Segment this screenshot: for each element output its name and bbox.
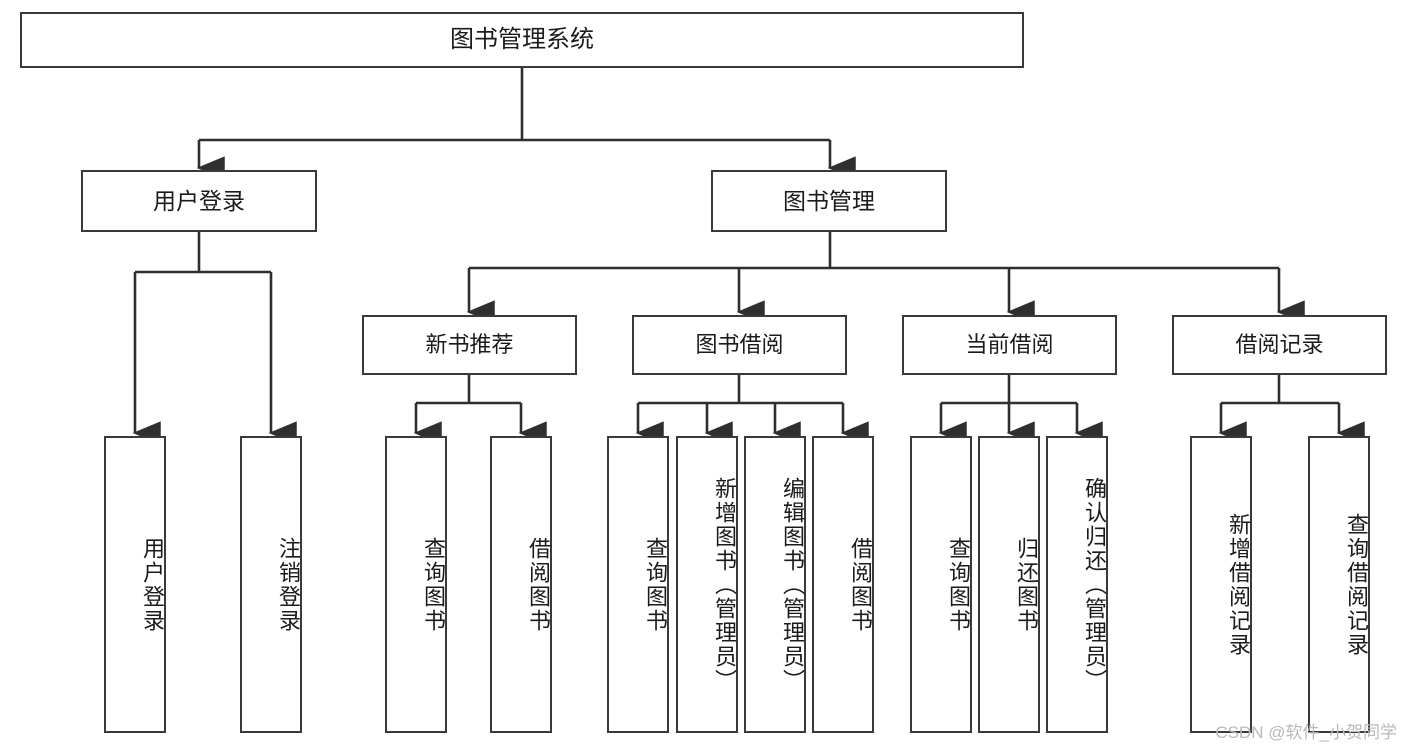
node-current-borrow-label: 当前借阅 xyxy=(965,332,1054,358)
node-leaf-logout-login[interactable]: 注销登录 xyxy=(240,436,302,733)
node-leaf-add-record-label: 新增借阅记录 xyxy=(1226,512,1251,657)
node-user-login-label: 用户登录 xyxy=(153,187,245,214)
node-leaf-query-record-label: 查询借阅记录 xyxy=(1344,512,1369,657)
node-borrow-record-label: 借阅记录 xyxy=(1235,332,1324,358)
node-leaf-add-book-label: 新增图书（管理员） xyxy=(712,476,737,693)
node-borrow-record[interactable]: 借阅记录 xyxy=(1172,315,1387,375)
node-leaf-query-book-1[interactable]: 查询图书 xyxy=(385,436,447,733)
node-leaf-borrow-book-2[interactable]: 借阅图书 xyxy=(812,436,874,733)
node-leaf-query-book-2-label: 查询图书 xyxy=(643,536,668,633)
node-leaf-edit-book[interactable]: 编辑图书（管理员） xyxy=(744,436,806,733)
node-leaf-confirm-return[interactable]: 确认归还（管理员） xyxy=(1046,436,1108,733)
node-leaf-logout-login-label: 注销登录 xyxy=(276,536,301,633)
node-leaf-query-book-3[interactable]: 查询图书 xyxy=(910,436,972,733)
node-current-borrow[interactable]: 当前借阅 xyxy=(902,315,1117,375)
node-new-book-recommend-label: 新书推荐 xyxy=(425,332,514,358)
node-leaf-borrow-book-1[interactable]: 借阅图书 xyxy=(490,436,552,733)
node-leaf-return-book[interactable]: 归还图书 xyxy=(978,436,1040,733)
node-leaf-query-book-3-label: 查询图书 xyxy=(946,536,971,633)
node-user-login[interactable]: 用户登录 xyxy=(81,170,317,232)
node-leaf-return-book-label: 归还图书 xyxy=(1014,536,1039,633)
node-new-book-recommend[interactable]: 新书推荐 xyxy=(362,315,577,375)
node-leaf-borrow-book-2-label: 借阅图书 xyxy=(848,536,873,633)
node-root-label: 图书管理系统 xyxy=(450,26,594,54)
node-leaf-add-record[interactable]: 新增借阅记录 xyxy=(1190,436,1252,733)
node-leaf-query-book-1-label: 查询图书 xyxy=(421,536,446,633)
node-leaf-edit-book-label: 编辑图书（管理员） xyxy=(780,476,805,693)
node-book-manage[interactable]: 图书管理 xyxy=(711,170,947,232)
node-leaf-query-book-2[interactable]: 查询图书 xyxy=(607,436,669,733)
node-leaf-add-book[interactable]: 新增图书（管理员） xyxy=(676,436,738,733)
node-book-manage-label: 图书管理 xyxy=(783,187,875,214)
node-book-borrow[interactable]: 图书借阅 xyxy=(632,315,847,375)
node-root[interactable]: 图书管理系统 xyxy=(20,12,1024,68)
node-book-borrow-label: 图书借阅 xyxy=(695,332,784,358)
node-leaf-query-record[interactable]: 查询借阅记录 xyxy=(1308,436,1370,733)
node-leaf-user-login[interactable]: 用户登录 xyxy=(104,436,166,733)
node-leaf-user-login-label: 用户登录 xyxy=(140,536,165,633)
node-leaf-confirm-return-label: 确认归还（管理员） xyxy=(1082,476,1107,693)
node-leaf-borrow-book-1-label: 借阅图书 xyxy=(526,536,551,633)
